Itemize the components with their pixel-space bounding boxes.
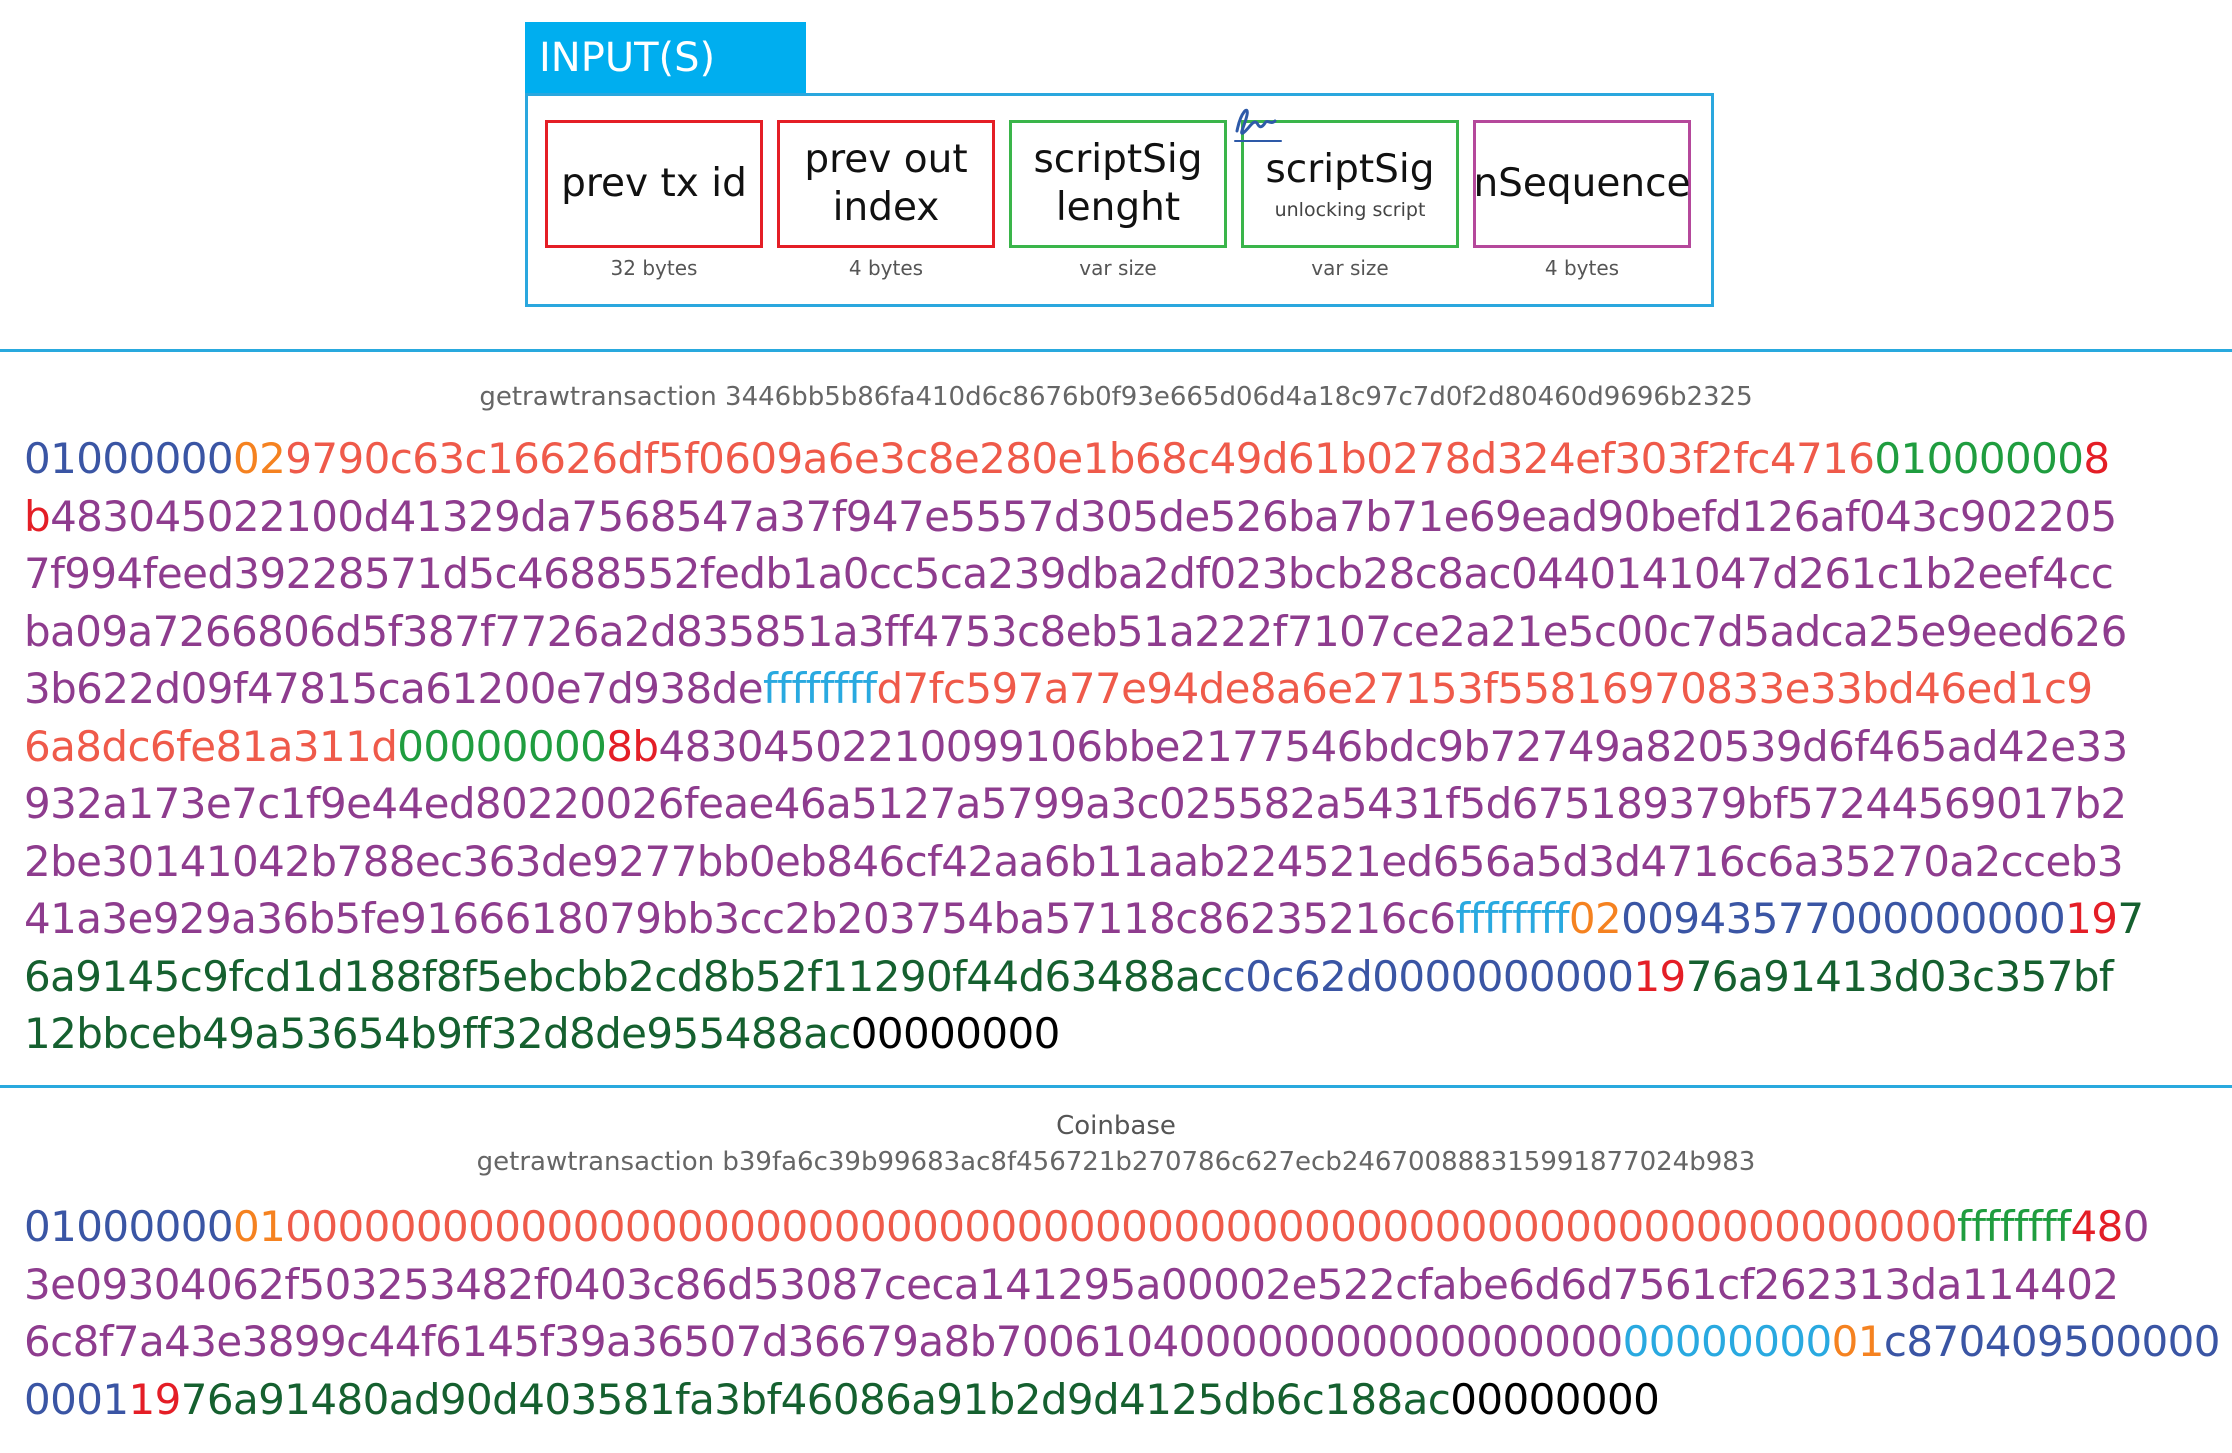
hex-segment: 00000000 — [397, 721, 607, 771]
hex-segment: 01 — [232, 1202, 286, 1251]
hex-segment: 19 — [128, 1374, 182, 1424]
field-label: prev tx id — [561, 161, 747, 206]
hex-segment: ffffffff — [1957, 1202, 2071, 1251]
hex-segment: ba09a7266806d5f387f7726a2d835851a3ff4753… — [24, 606, 2127, 656]
hex-line: 12bbceb49a53654b9ff32d8de955488ac0000000… — [24, 1005, 2224, 1063]
hex-line: 3e09304062f503253482f0403c86d53087ceca14… — [24, 1256, 2224, 1314]
hex-segment: 19 — [2065, 894, 2118, 943]
hex-segment: 01000000 — [24, 1202, 234, 1251]
hex-segment: d7fc597a77e94de8a6e27153f55816970833e33b… — [876, 664, 2093, 713]
hex-segment: 483045022100d41329da7568547a37f947e5557d… — [50, 491, 2117, 541]
hex-line: 0100000001000000000000000000000000000000… — [24, 1198, 2224, 1256]
inputs-tab: INPUT(S) — [525, 22, 806, 94]
field-label: scriptSig — [1265, 147, 1435, 192]
hex-segment: 3e09304062f503253482f0403c86d53087ceca14… — [24, 1259, 2119, 1309]
hex-segment: 76a91480ad90d403581fa3bf46086a91b2d9d412… — [180, 1374, 1451, 1424]
hex-segment: 02 — [232, 434, 286, 483]
field-size: var size — [1311, 256, 1389, 280]
field-size: 32 bytes — [610, 256, 698, 280]
tx1-hex-block: 01000000029790c63c16626df5f0609a6e3c8e28… — [24, 430, 2224, 1063]
hex-segment: 19 — [1633, 951, 1686, 1001]
field-label: nSequence — [1473, 161, 1691, 206]
hex-segment: c0c62d0000000000 — [1222, 951, 1634, 1001]
tx1-caption: getrawtransaction 3446bb5b86fa410d6c8676… — [479, 382, 1753, 412]
hex-segment: 0 — [2122, 1202, 2150, 1251]
field-box-1: prev tx id — [545, 120, 763, 248]
tx2-hex-block: 0100000001000000000000000000000000000000… — [24, 1198, 2224, 1428]
field-box-4: scriptSig unlocking script — [1241, 120, 1459, 248]
hex-segment: 48304502210099106bbe2177546bdc9b72749a82… — [658, 721, 2128, 771]
hex-segment: 01 — [1831, 1317, 1885, 1366]
hex-segment: 2be30141042b788ec363de9277bb0eb846cf42aa… — [24, 836, 2124, 886]
field-size: var size — [1079, 256, 1157, 280]
divider-middle — [0, 1085, 2232, 1088]
hex-segment: 48 — [2070, 1202, 2124, 1251]
hex-segment: ffffffff — [762, 664, 877, 713]
hex-segment: c870409500000 — [1883, 1317, 2221, 1366]
hex-segment: 6a8dc6fe81a311d — [24, 721, 398, 771]
hex-segment: 01000000 — [1874, 434, 2084, 483]
hex-line: 6c8f7a43e3899c44f6145f39a36507d36679a8b7… — [24, 1313, 2224, 1371]
field-size: 4 bytes — [848, 256, 924, 280]
hex-line: 6a9145c9fcd1d188f8f5ebcbb2cd8b52f11290f4… — [24, 948, 2224, 1006]
hex-line: 2be30141042b788ec363de9277bb0eb846cf42aa… — [24, 833, 2224, 891]
hex-segment: 9790c63c16626df5f0609a6e3c8e280e1b68c49d… — [285, 434, 1875, 483]
hex-segment: 7 — [2117, 894, 2144, 943]
hex-segment: ffffffff — [1455, 894, 1569, 943]
hex-segment: 00000000 — [1622, 1317, 1833, 1366]
hex-segment: 12bbceb49a53654b9ff32d8de955488ac — [24, 1009, 851, 1058]
hex-line: 00011976a91480ad90d403581fa3bf46086a91b2… — [24, 1371, 2224, 1429]
divider-top — [0, 349, 2232, 352]
field-label: index — [832, 185, 940, 230]
hex-line: 3b622d09f47815ca61200e7d938deffffffffd7f… — [24, 660, 2224, 718]
hex-line: 6a8dc6fe81a311d000000008b483045022100991… — [24, 718, 2224, 776]
signature-icon — [1234, 108, 1282, 142]
hex-segment: 3b622d09f47815ca61200e7d938de — [24, 664, 764, 713]
hex-segment: 76a91413d03c357bf — [1685, 951, 2114, 1001]
hex-segment: 00000000 — [1450, 1374, 1660, 1424]
hex-segment: 0001 — [24, 1374, 129, 1424]
hex-segment: 6c8f7a43e3899c44f6145f39a36507d36679a8b7… — [24, 1317, 1623, 1366]
hex-segment: 41a3e929a36b5fe9166618079bb3cc2b203754ba… — [24, 894, 1456, 943]
hex-segment: 8b — [606, 721, 659, 771]
hex-segment: 932a173e7c1f9e44ed80220026feae46a5127a57… — [24, 779, 2127, 828]
hex-line: 41a3e929a36b5fe9166618079bb3cc2b203754ba… — [24, 890, 2224, 948]
hex-segment: 7f994feed39228571d5c4688552fedb1a0cc5ca2… — [24, 549, 2114, 598]
hex-line: 932a173e7c1f9e44ed80220026feae46a5127a57… — [24, 775, 2224, 833]
hex-segment: 02 — [1568, 894, 1622, 943]
hex-segment: 0000000000000000000000000000000000000000… — [285, 1202, 1958, 1251]
hex-line: 01000000029790c63c16626df5f0609a6e3c8e28… — [24, 430, 2224, 488]
hex-line: 7f994feed39228571d5c4688552fedb1a0cc5ca2… — [24, 545, 2224, 603]
hex-segment: 01000000 — [24, 434, 234, 483]
inputs-frame — [525, 93, 1714, 307]
hex-line: b483045022100d41329da7568547a37f947e5557… — [24, 488, 2224, 546]
field-label: prev out — [804, 137, 968, 182]
field-label: lenght — [1055, 185, 1181, 230]
tx2-title: Coinbase — [1056, 1111, 1176, 1141]
hex-segment: b — [24, 491, 51, 541]
hex-segment: 00943577000000000 — [1621, 894, 2066, 943]
tx2-caption: getrawtransaction b39fa6c39b99683ac8f456… — [476, 1147, 1756, 1177]
field-size: 4 bytes — [1544, 256, 1620, 280]
hex-segment: 00000000 — [850, 1009, 1061, 1058]
hex-line: ba09a7266806d5f387f7726a2d835851a3ff4753… — [24, 603, 2224, 661]
hex-segment: 8 — [2083, 434, 2110, 483]
field-label: scriptSig — [1033, 137, 1203, 182]
field-box-5: nSequence — [1473, 120, 1691, 248]
hex-segment: 6a9145c9fcd1d188f8f5ebcbb2cd8b52f11290f4… — [24, 951, 1223, 1001]
field-sublabel: unlocking script — [1274, 199, 1426, 221]
